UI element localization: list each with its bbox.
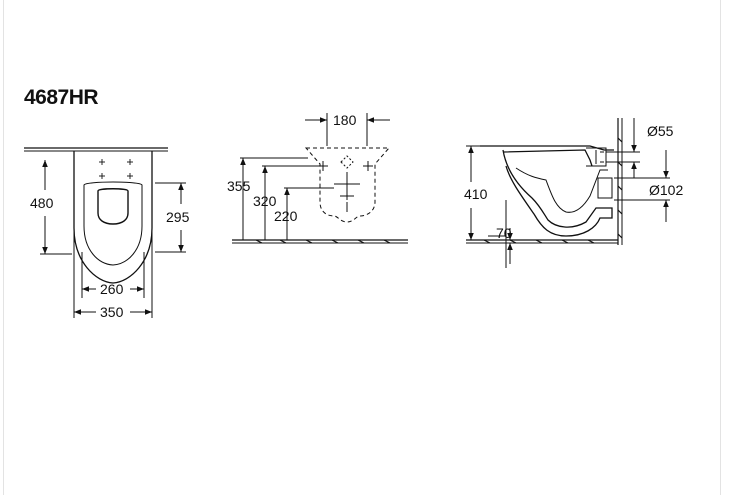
inlet-diameter-label: Ø55 — [647, 123, 674, 139]
frame-edge-left — [3, 0, 4, 495]
wall-height-355-label: 355 — [227, 178, 251, 194]
side-offset-label: 70 — [496, 225, 512, 241]
wall-bolt-spacing-label: 180 — [333, 112, 357, 128]
product-code: 4687HR — [24, 86, 99, 109]
frame-edge-right — [720, 0, 721, 495]
outlet-diameter-label: Ø102 — [649, 182, 683, 198]
fixing-marks — [99, 159, 133, 179]
side-height-label: 410 — [464, 186, 488, 202]
wall-height-320-label: 320 — [253, 193, 277, 209]
front-inner-width-label: 260 — [100, 281, 124, 297]
wall-view — [232, 113, 408, 244]
front-outer-width-label: 350 — [100, 304, 124, 320]
front-view — [24, 147, 186, 318]
wall-height-220-label: 220 — [274, 208, 298, 224]
front-bowl-height-label: 295 — [166, 209, 190, 225]
side-view — [466, 118, 670, 268]
front-height-label: 480 — [30, 195, 54, 211]
